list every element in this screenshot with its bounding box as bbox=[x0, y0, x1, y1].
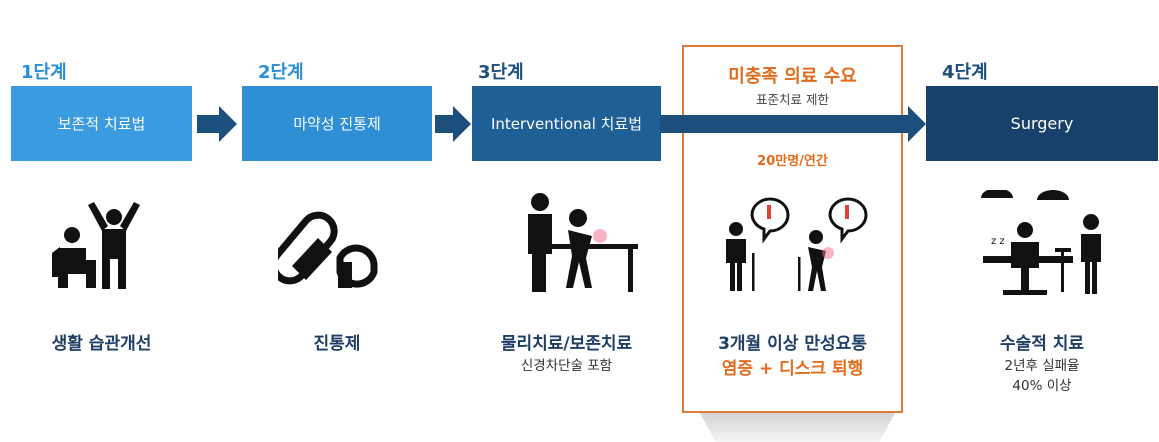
stage-4-number: 4단계 bbox=[942, 62, 988, 83]
stage-1-caption: 생활 습관개선 bbox=[51, 334, 152, 354]
stage-3-number: 3단계 bbox=[478, 62, 524, 83]
stage-4-title: Surgery bbox=[1010, 114, 1074, 133]
stage-4-caption: 수술적 치료 bbox=[999, 334, 1085, 354]
unmet-caption-1: 3개월 이상 만성요통 bbox=[718, 334, 867, 354]
stage-2-caption: 진통제 bbox=[313, 334, 361, 354]
stage-3-subcaption: 신경차단술 포함 bbox=[520, 358, 613, 374]
arrow-3-4 bbox=[660, 106, 926, 142]
stage-3-title: Interventional 치료법 bbox=[490, 115, 643, 133]
stage-1-number: 1단계 bbox=[21, 62, 67, 83]
unmet-stat: 20만명/연간 bbox=[757, 154, 828, 169]
stage-4-failure-label: 2년후 실패율 bbox=[1004, 358, 1080, 374]
unmet-caption-2: 염증 + 디스크 퇴행 bbox=[721, 359, 864, 379]
stage-2-number: 2단계 bbox=[258, 62, 304, 83]
stage-4-failure-rate: 40% 이상 bbox=[1012, 378, 1072, 394]
stage-1-box: 보존적 치료법 bbox=[11, 86, 192, 161]
surgery-icon: z z bbox=[981, 190, 1101, 295]
stage-3-box: Interventional 치료법 bbox=[472, 86, 661, 161]
stage-2-box: 마약성 진통제 bbox=[242, 86, 432, 161]
pill-capsule-icon bbox=[278, 211, 378, 288]
stage-2-title: 마약성 진통제 bbox=[293, 115, 381, 133]
stage-1-title: 보존적 치료법 bbox=[57, 115, 146, 133]
stage-3-caption: 물리치료/보존치료 bbox=[500, 334, 633, 354]
chronic-back-pain-icon bbox=[726, 197, 868, 291]
arrow-1-2 bbox=[197, 106, 237, 142]
stage-4-box: Surgery bbox=[926, 86, 1158, 161]
unmet-title: 미충족 의료 수요 bbox=[728, 66, 857, 87]
unmet-needs-shadow bbox=[700, 413, 895, 442]
arrow-2-3 bbox=[435, 106, 471, 142]
svg-text:z z: z z bbox=[991, 236, 1005, 247]
unmet-subtitle: 표준치료 제한 bbox=[756, 92, 829, 107]
unmet-needs-box bbox=[682, 45, 903, 413]
lifestyle-exercise-icon bbox=[52, 202, 140, 289]
physical-therapy-icon bbox=[528, 193, 638, 292]
